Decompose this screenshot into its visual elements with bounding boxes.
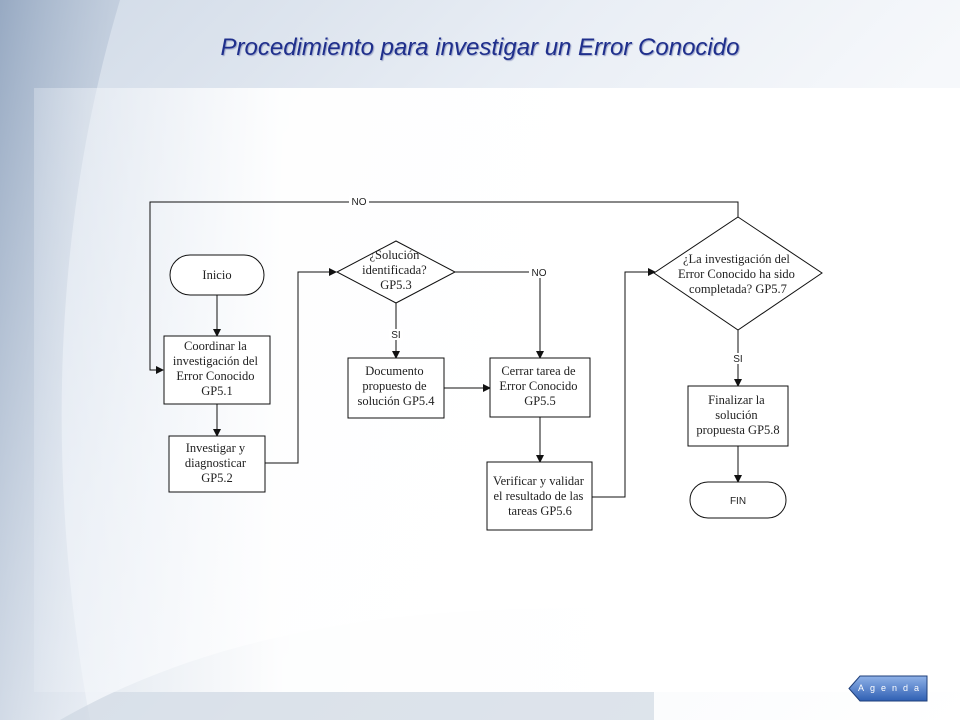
start-label: Inicio — [202, 268, 231, 282]
decision-complete-node: ¿La investigación del Error Conocido ha … — [653, 216, 823, 331]
close-task-node: Cerrar tarea de Error Conocido GP5.5 — [489, 357, 591, 418]
branch-labels: NO NO SI SI — [349, 196, 745, 365]
agenda-button[interactable]: Agenda — [858, 683, 926, 693]
decision-solution-node: ¿Solución identificada? GP5.3 — [335, 240, 457, 304]
decision-complete-label: ¿La investigación del Error Conocido ha … — [678, 252, 798, 296]
coordinate-label: Coordinar la investigación del Error Con… — [173, 339, 261, 398]
close-task-label: Cerrar tarea de Error Conocido GP5.5 — [499, 364, 580, 408]
document-node: Documento propuesto de solución GP5.4 — [347, 357, 445, 419]
label-si-1: SI — [391, 330, 400, 341]
end-node: FIN — [689, 481, 787, 519]
verify-node: Verificar y validar el resultado de las … — [486, 461, 593, 531]
end-label: FIN — [730, 496, 746, 507]
coordinate-node: Coordinar la investigación del Error Con… — [163, 335, 271, 405]
page-title: Procedimiento para investigar un Error C… — [220, 34, 740, 61]
label-si-2: SI — [733, 354, 742, 365]
agenda-button-shape — [848, 675, 928, 702]
document-label: Documento propuesto de solución GP5.4 — [357, 364, 435, 408]
label-no-mid: NO — [532, 268, 547, 279]
verify-label: Verificar y validar el resultado de las … — [493, 474, 587, 518]
start-node: Inicio — [169, 254, 265, 296]
finalize-node: Finalizar la solución propuesta GP5.8 — [687, 385, 789, 447]
investigate-node: Investigar y diagnosticar GP5.2 — [168, 435, 266, 493]
connectors — [149, 201, 742, 498]
decision-solution-label: ¿Solución identificada? GP5.3 — [362, 248, 430, 292]
investigate-label: Investigar y diagnosticar GP5.2 — [185, 441, 249, 485]
label-no-top: NO — [352, 197, 367, 208]
finalize-label: Finalizar la solución propuesta GP5.8 — [696, 393, 779, 437]
